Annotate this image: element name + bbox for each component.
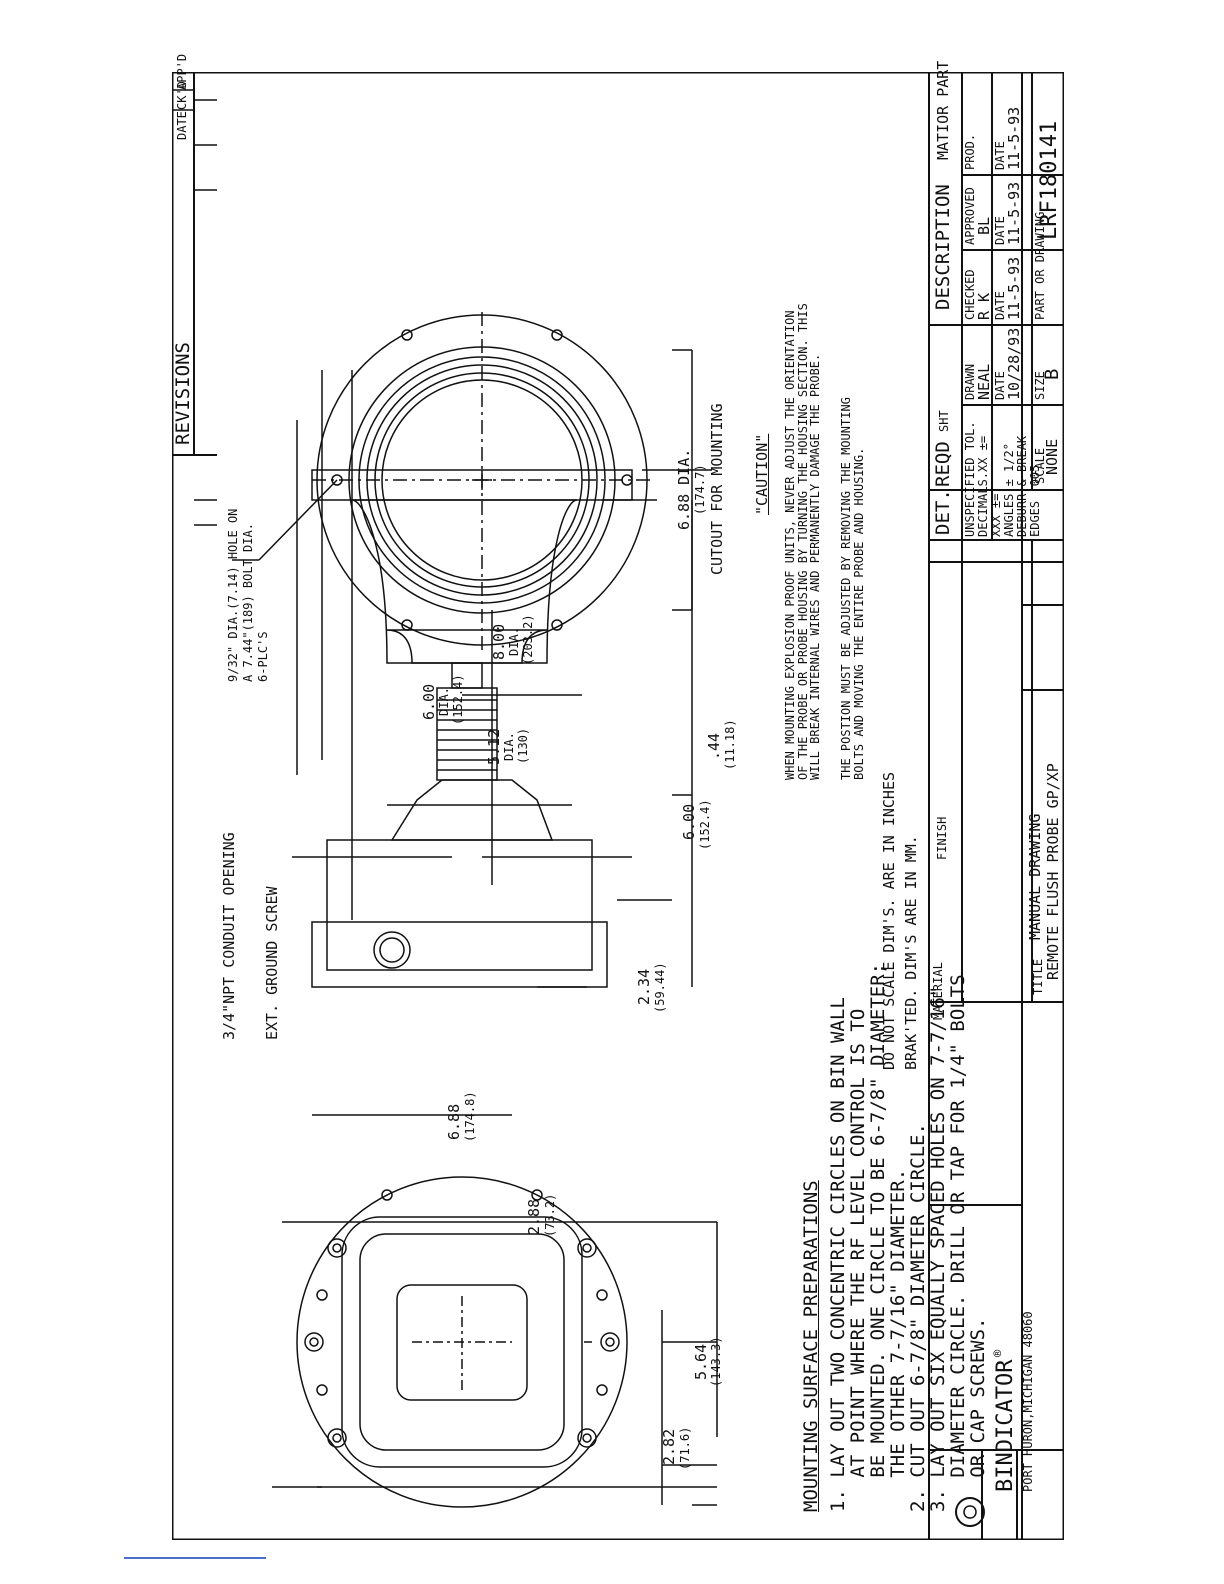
mounting-step-line: 1. LAY OUT TWO CONCENTRIC CIRCLES ON BIN… bbox=[827, 997, 849, 1512]
revisions-date-col: DATE bbox=[175, 111, 189, 140]
dim-234-in: 2.34 bbox=[635, 968, 653, 1005]
caution-position-line: THE POSTION MUST BE ADJUSTED BY REMOVING… bbox=[839, 397, 853, 780]
front-half-width-in: 2.88 bbox=[525, 1198, 543, 1235]
tb-size: B bbox=[1041, 368, 1063, 380]
dim-800-mm: (203.2) bbox=[521, 614, 535, 665]
tb-sht: SHT bbox=[937, 410, 951, 432]
cutout-view bbox=[232, 310, 693, 650]
dim-600-in: 6.00 bbox=[420, 683, 438, 720]
note-line-2: BRAK'TED. DIM'S ARE IN MM. bbox=[902, 835, 920, 1070]
tb-title-2: REMOTE FLUSH PROBE GP/XP bbox=[1044, 763, 1062, 980]
front-half-height-in: 2.82 bbox=[660, 1428, 678, 1465]
revisions-block bbox=[172, 72, 217, 526]
tb-approved-date: 11-5-93 bbox=[1005, 181, 1023, 245]
mounting-step-line: 3. LAY OUT SIX EQUALLY SPACED HOLES ON 7… bbox=[926, 985, 949, 1512]
tb-description: DESCRIPTION bbox=[932, 184, 954, 310]
tb-drawn-by: NEAL bbox=[975, 363, 993, 400]
mounting-prep-title: MOUNTING SURFACE PREPARATIONS bbox=[800, 1180, 822, 1512]
tb-prod-label: PROD. bbox=[963, 133, 977, 170]
front-height-mm: (143.3) bbox=[709, 1336, 723, 1387]
caution-title: "CAUTION" bbox=[753, 433, 771, 515]
tb-reqd: REQD bbox=[932, 441, 954, 487]
mounting-step-line: DIAMETER CIRCLE. DRILL OR TAP FOR 1/4" B… bbox=[946, 974, 969, 1512]
bindicator-logo bbox=[955, 1497, 985, 1527]
tb-det: DET. bbox=[932, 489, 954, 535]
dim-600-mm: (152.4) bbox=[451, 674, 465, 725]
tb-tol-5: DEBURR & BREAK bbox=[1015, 435, 1029, 537]
dim-234-mm: (59.44) bbox=[653, 962, 667, 1013]
mounting-step-line: AT POINT WHERE THE RF LEVEL CONTROL IS T… bbox=[846, 1008, 869, 1512]
rotated-drawing: REVISIONS DATE CK'D APP'D MOUNTING SURFA… bbox=[172, 54, 1064, 1540]
dim-512-mm: (130) bbox=[516, 727, 530, 764]
tb-part-number: LRF180141 bbox=[1037, 120, 1062, 240]
tb-tol-3: XXX ±= bbox=[989, 493, 1003, 537]
dim-800-dia: DIA. bbox=[507, 627, 521, 656]
caution-text: WHEN MOUNTING EXPLOSION PROOF UNITS, NEV… bbox=[783, 303, 823, 780]
tb-prod-date: 11-5-93 bbox=[1005, 106, 1023, 170]
dim-044-in: .44 bbox=[705, 732, 723, 760]
front-half-width-mm: (73.2) bbox=[543, 1193, 557, 1237]
tb-tol-4: ANGLES ± 1/2° bbox=[1002, 443, 1016, 537]
front-height-in: 5.64 bbox=[692, 1343, 710, 1380]
tb-approved-by: BL bbox=[975, 216, 993, 235]
tb-material: MATERIAL bbox=[931, 962, 945, 1020]
caution-line: WILL BREAK INTERNAL WIRES AND PERMANENTL… bbox=[808, 353, 823, 780]
tb-address: PORT HURON,MICHIGAN 48060 bbox=[1021, 1311, 1035, 1492]
tb-checked-date: 11-5-93 bbox=[1005, 256, 1023, 320]
caution-position-text: THE POSTION MUST BE ADJUSTED BY REMOVING… bbox=[839, 397, 866, 780]
tb-company: BINDICATOR bbox=[993, 1359, 1018, 1492]
caution-position-line: BOLTS AND MOVING THE ENTIRE PROBE AND HO… bbox=[851, 447, 866, 780]
tb-matior-part: MATIOR PART bbox=[934, 60, 952, 160]
hole-note-2: A 7.44"(189) BOLT DIA. bbox=[241, 523, 255, 682]
ground-screw-label: EXT. GROUND SCREW bbox=[263, 886, 281, 1040]
tb-title-1: MANUAL DRAWING bbox=[1026, 813, 1044, 940]
front-width-in: 6.88 bbox=[445, 1103, 463, 1140]
revisions-title: REVISIONS bbox=[172, 342, 194, 445]
mounting-step-line: OR CAP SCREWS. bbox=[966, 1317, 989, 1512]
cutout-mm: (174.7) bbox=[693, 464, 707, 515]
dim-044-mm: (11.18) bbox=[723, 719, 737, 770]
dim-800-in: 8.00 bbox=[490, 623, 508, 660]
dim-512-dia: DIA. bbox=[502, 732, 516, 761]
hole-note-3: 6-PLC'S bbox=[256, 631, 270, 682]
hole-note-1: 9/32" DIA.(7.14) HOLE ON bbox=[226, 508, 240, 682]
front-half-height-mm: (71.6) bbox=[678, 1426, 692, 1470]
engineering-drawing bbox=[172, 72, 1064, 1540]
tb-tol-2: DECIMALS.XX ±= bbox=[976, 435, 990, 537]
note-line-1: DO NOT SCALE DIM'S. ARE IN INCHES bbox=[880, 771, 898, 1070]
caution-line: WHEN MOUNTING EXPLOSION PROOF UNITS, NEV… bbox=[783, 310, 797, 780]
tb-title-label: TITLE bbox=[1031, 958, 1045, 995]
dim-512-in: 5.12 bbox=[485, 728, 503, 765]
front-width-mm: (174.8) bbox=[463, 1091, 477, 1142]
tb-scale: NONE bbox=[1043, 438, 1061, 475]
dim-len600-in: 6.00 bbox=[680, 803, 698, 840]
dim-600-dia: DIA. bbox=[437, 687, 451, 716]
side-view bbox=[292, 370, 712, 988]
cutout-label: CUTOUT FOR MOUNTING bbox=[708, 403, 726, 575]
revisions-appd-col: APP'D bbox=[175, 53, 189, 90]
dim-len600-mm: (152.4) bbox=[698, 799, 712, 850]
tb-tol-1: UNSPECIFIED TOL. bbox=[963, 421, 977, 537]
cutout-dia: 6.88 DIA. bbox=[675, 448, 693, 530]
tb-company-reg: ® bbox=[991, 1349, 1005, 1357]
tb-drawn-date: 10/28/93 bbox=[1005, 327, 1023, 400]
tb-checked-by: R K bbox=[975, 292, 993, 320]
tb-finish: FINISH bbox=[935, 816, 949, 860]
title-block bbox=[928, 72, 1064, 1540]
page-footer-rule bbox=[124, 1557, 266, 1559]
front-view bbox=[272, 1114, 718, 1508]
conduit-label: 3/4"NPT CONDUIT OPENING bbox=[220, 832, 238, 1040]
